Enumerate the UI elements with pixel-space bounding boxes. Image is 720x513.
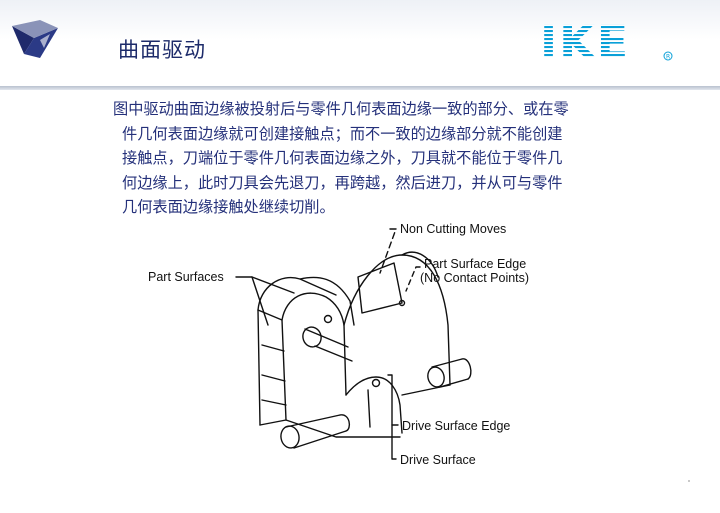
label-part-surface-edge: Part Surface Edge <box>424 257 526 271</box>
surface-drive-diagram: Non Cutting Moves Part Surface Edge (No … <box>148 222 529 467</box>
label-non-cutting-moves: Non Cutting Moves <box>400 222 506 236</box>
brand-text: IKE <box>540 15 630 66</box>
company-logo-icon <box>12 20 58 58</box>
brand-logo: IKE R <box>540 15 673 66</box>
header-bar <box>0 0 720 88</box>
label-drive-surface: Drive Surface <box>400 453 476 467</box>
paragraph-line: 几何表面边缘接触处继续切削。 <box>122 198 335 216</box>
paragraph-line: 何边缘上，此时刀具会先退刀，再跨越，然后进刀，并从可与零件 <box>122 173 563 192</box>
header-divider <box>0 86 720 90</box>
label-drive-surface-edge: Drive Surface Edge <box>402 419 510 433</box>
paragraph-line: 接触点，刀端位于零件几何表面边缘之外，刀具就不能位于零件几 <box>122 149 563 167</box>
label-no-contact-points: (No Contact Points) <box>420 271 529 285</box>
label-part-surfaces: Part Surfaces <box>148 270 224 284</box>
page-title: 曲面驱动 <box>118 38 206 62</box>
decorative-dot <box>688 480 690 482</box>
svg-text:R: R <box>666 54 670 61</box>
description-paragraph: 图中驱动曲面边缘被投射后与零件几何表面边缘一致的部分、或在零 件几何表面边缘就可… <box>113 97 633 220</box>
paragraph-line: 图中驱动曲面边缘被投射后与零件几何表面边缘一致的部分、或在零 <box>113 100 569 118</box>
paragraph-line: 件几何表面边缘就可创建接触点；而不一致的边缘部分就不能创建 <box>122 124 563 143</box>
